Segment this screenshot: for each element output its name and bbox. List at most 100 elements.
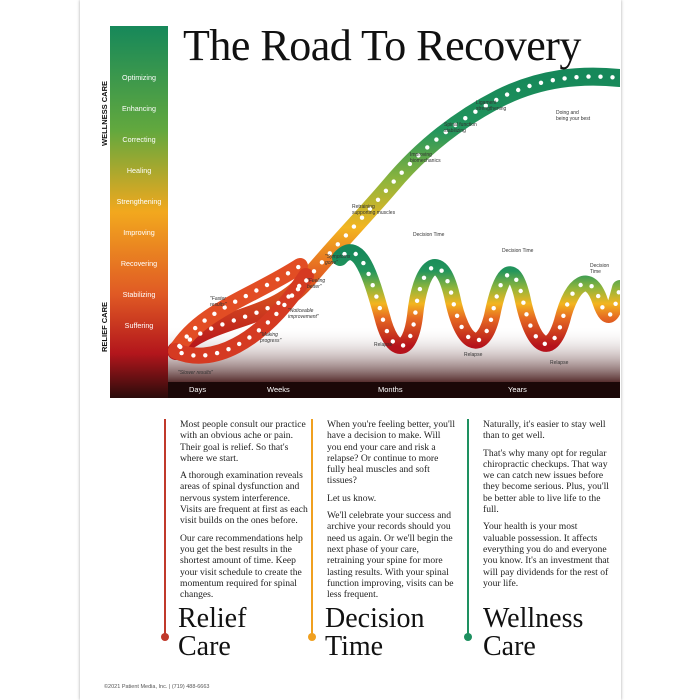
wellness-rule xyxy=(467,419,469,639)
annotation-faster-results: "Faster results" xyxy=(210,296,227,308)
annotation-spinal-stabilizing: Spinal function stabilizing xyxy=(444,122,477,134)
road-dot xyxy=(247,335,252,340)
road-dot xyxy=(542,341,547,346)
timeline-years: Years xyxy=(508,385,527,394)
road-dot xyxy=(304,278,309,283)
road-dot xyxy=(222,305,227,310)
road-dot xyxy=(353,251,358,257)
stage-enhancing: Enhancing xyxy=(122,104,156,113)
road-dot xyxy=(578,282,583,288)
stage-bar xyxy=(110,26,168,398)
road-dot xyxy=(407,161,413,167)
road-dot xyxy=(179,350,184,356)
road-dot xyxy=(391,179,396,184)
road-dot xyxy=(616,290,620,295)
road-dot xyxy=(342,251,347,257)
road-dot xyxy=(297,283,302,289)
wellness-column: Naturally, it's easier to stay well than… xyxy=(483,419,611,595)
road-dot xyxy=(289,293,295,298)
road-dot xyxy=(343,233,349,238)
stage-healing: Healing xyxy=(126,166,152,175)
road-dot xyxy=(254,288,259,293)
timeline-weeks: Weeks xyxy=(267,385,290,394)
road-dot xyxy=(231,318,236,323)
road-dot xyxy=(361,260,366,266)
road-dot xyxy=(233,299,238,304)
road-dot xyxy=(351,224,357,229)
road-dot xyxy=(242,314,248,319)
road-dot xyxy=(504,92,510,97)
annotation-symptoms-gone: "Symptoms gone" xyxy=(325,254,351,266)
annotation-retraining: Retraining supporting muscles xyxy=(352,204,396,216)
road-dot xyxy=(417,286,423,292)
road-dot xyxy=(265,320,271,325)
relief-paragraph: Our care recommendations help you get th… xyxy=(180,532,303,601)
road-dot xyxy=(311,269,317,274)
road-dot xyxy=(383,188,389,193)
stage-optimizing: Optimizing xyxy=(122,73,156,82)
annotation-doing-living: Doing and being your best xyxy=(556,110,591,122)
road-dot xyxy=(370,283,375,288)
road-dot xyxy=(494,97,499,103)
road-dot xyxy=(390,339,395,344)
road-dot xyxy=(448,290,454,295)
road-dot xyxy=(256,328,262,333)
road-dot xyxy=(220,322,225,327)
road-dot xyxy=(209,326,214,331)
road-dot xyxy=(562,76,567,81)
road-dot xyxy=(527,83,532,89)
road-dot xyxy=(476,337,482,343)
road-dot xyxy=(488,317,494,322)
annotation-decision-time-1: Decision Time xyxy=(413,232,445,238)
road-dot xyxy=(384,328,390,334)
road-dot xyxy=(613,301,618,306)
road-dot xyxy=(411,322,416,327)
road-dot xyxy=(514,277,519,282)
road-dot xyxy=(445,279,450,284)
stage-improving: Improving xyxy=(123,228,155,237)
decision-paragraph: Let us know. xyxy=(327,492,377,504)
road-dot xyxy=(421,275,427,280)
road-dot xyxy=(177,343,182,349)
stage-stabilizing: Stabilizing xyxy=(122,290,156,299)
relief-heading-line2: Care xyxy=(178,631,231,662)
road-dot xyxy=(265,306,270,311)
wellness-heading-line1: Wellness xyxy=(483,603,584,634)
relief-column: Most people consult our practice with an… xyxy=(180,419,308,606)
road-dot xyxy=(285,271,291,276)
road-dot xyxy=(191,353,196,358)
road-dot xyxy=(600,305,605,310)
road-dot xyxy=(521,300,526,305)
road-dot xyxy=(425,145,430,150)
road-dot xyxy=(451,302,456,307)
relief-rule xyxy=(164,419,166,639)
wellness-paragraph: That's why many opt for regular chiropra… xyxy=(483,447,609,516)
relief-dot xyxy=(161,633,169,641)
timeline-labels: Days Weeks Months Years xyxy=(110,385,620,397)
road-dot xyxy=(327,251,332,256)
road-dot xyxy=(518,288,523,294)
relief-heading: Relief Care xyxy=(178,605,246,661)
stage-correcting: Correcting xyxy=(122,135,156,144)
road-dot xyxy=(254,310,259,315)
annotation-relapse-3: Relapse xyxy=(550,360,569,366)
timeline-band xyxy=(168,382,620,398)
road-dot xyxy=(570,291,575,296)
road-dot xyxy=(282,302,287,308)
road-dot xyxy=(586,74,591,79)
road-dot xyxy=(399,170,404,175)
road-dot xyxy=(400,343,406,348)
annotation-decision-time-2: Decision Time xyxy=(502,248,534,254)
stage-labels: Optimizing Enhancing Correcting Healing … xyxy=(110,26,168,398)
road-dot xyxy=(335,242,340,247)
decision-heading-line1: Decision xyxy=(325,603,425,634)
slower-results-road xyxy=(168,268,314,364)
annotation-decision-time-3: Decision Time xyxy=(590,263,610,275)
road-dot xyxy=(473,109,478,114)
road-dot xyxy=(610,75,615,80)
road-dot xyxy=(491,306,496,311)
road-dot xyxy=(286,294,291,299)
road-dot xyxy=(264,282,270,288)
decision-dot xyxy=(308,633,316,641)
road-dot xyxy=(552,335,557,341)
